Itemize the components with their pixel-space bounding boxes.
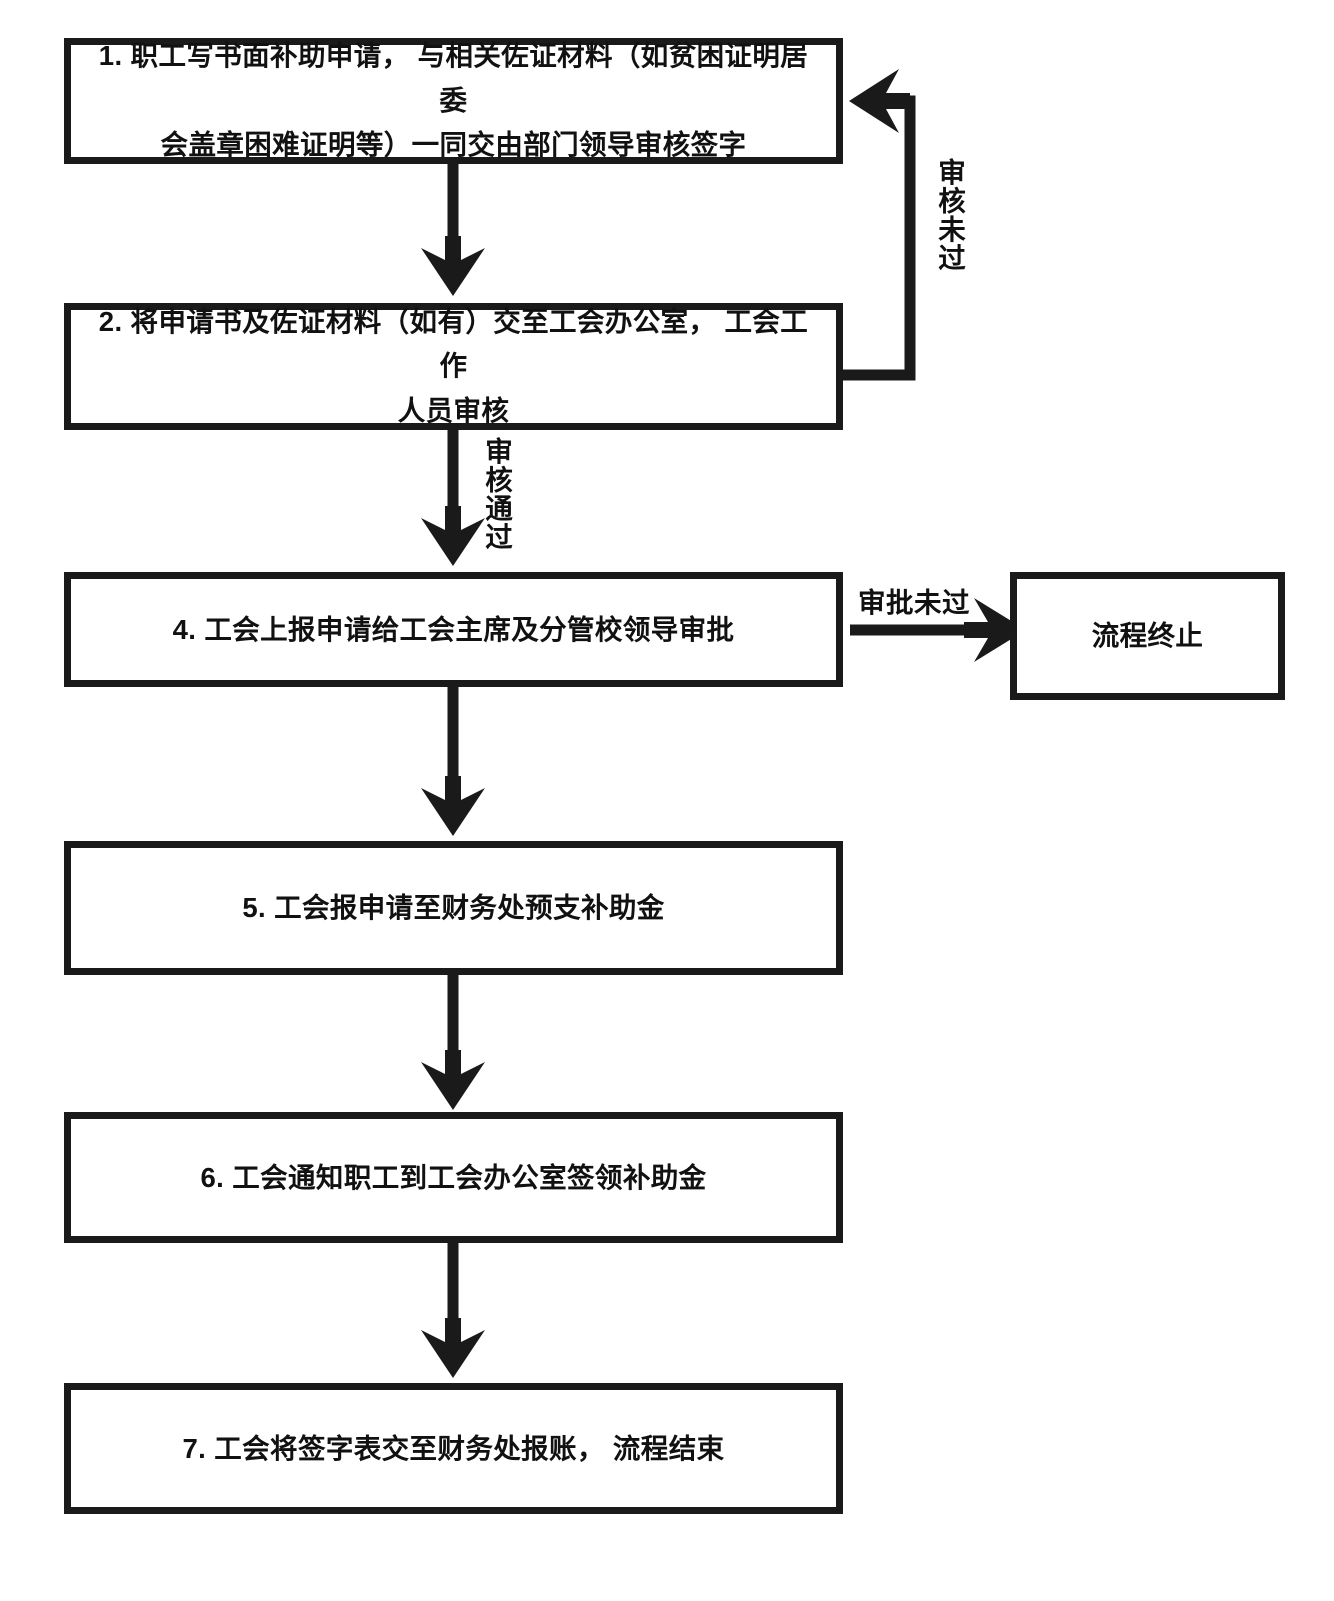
edge-label-review-failed: 审核未过 — [934, 158, 966, 272]
connector-step4-to-terminate — [850, 598, 1026, 662]
step-2-label: 2. 将申请书及佐证材料（如有）交至工会办公室， 工会工作 人员审核 — [98, 305, 809, 426]
connector-step1-to-step2 — [421, 164, 485, 296]
process-terminated-box[interactable]: 流程终止 — [1010, 572, 1285, 700]
step-5-label: 5. 工会报申请至财务处预支补助金 — [242, 892, 665, 924]
connector-step2-to-step4 — [421, 430, 485, 566]
step-1-box[interactable]: 1. 职工写书面补助申请， 与相关佐证材料（如贫困证明居委 会盖章困难证明等）一… — [64, 38, 843, 164]
connector-step2-to-step1-loop — [843, 69, 916, 381]
process-terminated-label: 流程终止 — [1091, 620, 1204, 652]
step-5-box[interactable]: 5. 工会报申请至财务处预支补助金 — [64, 841, 843, 975]
step-6-box[interactable]: 6. 工会通知职工到工会办公室签领补助金 — [64, 1112, 843, 1243]
step-7-box[interactable]: 7. 工会将签字表交至财务处报账， 流程结束 — [64, 1383, 843, 1514]
step-1-label: 1. 职工写书面补助申请， 与相关佐证材料（如贫困证明居委 会盖章困难证明等）一… — [98, 40, 809, 161]
edge-label-review-passed: 审核通过 — [481, 437, 513, 551]
connector-step5-to-step6 — [421, 975, 485, 1110]
step-2-box[interactable]: 2. 将申请书及佐证材料（如有）交至工会办公室， 工会工作 人员审核 — [64, 303, 843, 430]
edge-label-approval-failed: 审批未过 — [858, 587, 970, 618]
step-6-label: 6. 工会通知职工到工会办公室签领补助金 — [200, 1161, 707, 1193]
step-4-box[interactable]: 4. 工会上报申请给工会主席及分管校领导审批 — [64, 572, 843, 687]
connector-step4-to-step5 — [421, 687, 485, 836]
step-4-label: 4. 工会上报申请给工会主席及分管校领导审批 — [172, 613, 735, 645]
connector-step6-to-step7 — [421, 1243, 485, 1378]
step-7-label: 7. 工会将签字表交至财务处报账， 流程结束 — [182, 1432, 725, 1464]
